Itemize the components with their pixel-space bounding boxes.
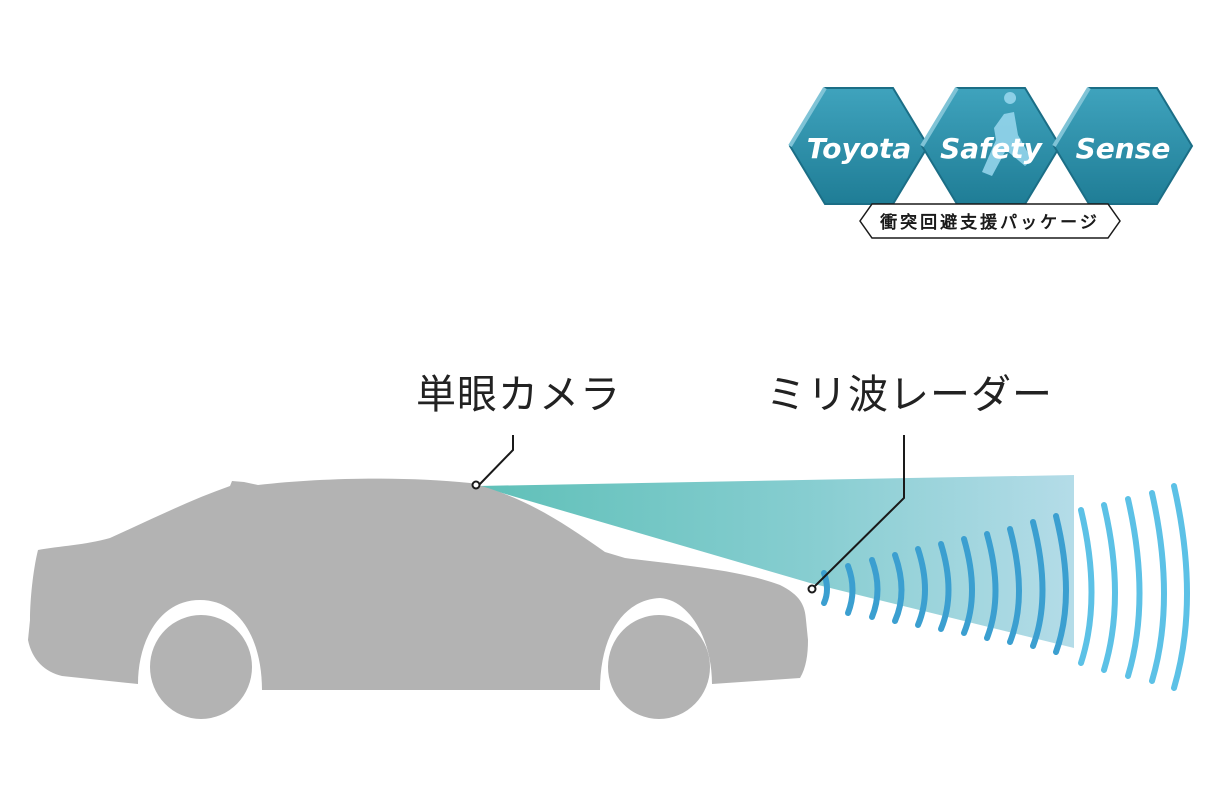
logo-subtitle-banner <box>859 203 1121 239</box>
logo-word-sense: Sense <box>1076 132 1171 165</box>
radar-leader-line <box>807 435 905 594</box>
camera-leader-line <box>471 435 514 490</box>
radar-label: ミリ波レーダー <box>766 372 1053 418</box>
logo-subtitle: 衝突回避支援パッケージ <box>879 212 1100 233</box>
car-silhouette <box>28 478 808 719</box>
seated-driver-icon <box>982 92 1032 176</box>
radar-waves <box>821 483 1190 691</box>
camera-label: 単眼カメラ <box>416 372 621 418</box>
front-wheel <box>608 615 710 719</box>
logo-word-safety: Safety <box>940 132 1044 165</box>
logo-word-toyota: Toyota <box>807 132 912 165</box>
toyota-safety-sense-logo: Toyota Safety Sense 衝突回避支援パッケージ <box>788 86 1194 239</box>
rear-wheel <box>150 615 252 719</box>
